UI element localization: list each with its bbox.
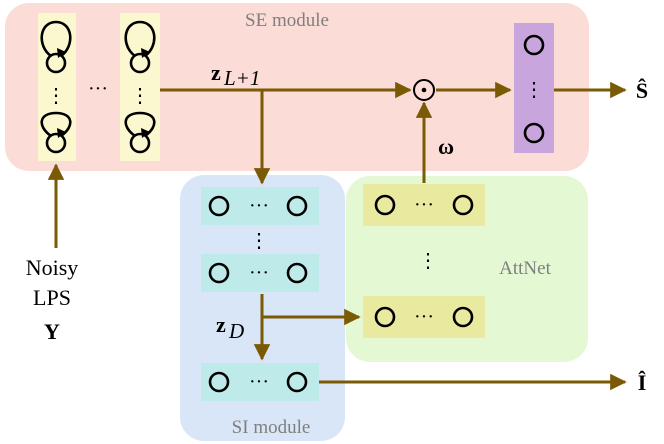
multiply-dot — [421, 87, 427, 93]
identity-output-label: Î — [638, 370, 647, 395]
se-output-layer-bg — [514, 23, 554, 153]
z-top-main: z — [211, 60, 221, 85]
recurrent-loop — [40, 111, 72, 138]
si-node — [208, 262, 230, 284]
elementwise-multiply-operator — [413, 79, 435, 101]
rnn-node — [129, 52, 151, 74]
attnet-node — [374, 306, 396, 328]
attnet-node — [452, 194, 474, 216]
input-label-noisy: Noisy — [26, 255, 79, 280]
horizontal-dots: ··· — [249, 371, 269, 393]
multiply-circle — [413, 79, 435, 101]
attnet-node — [452, 306, 474, 328]
vertical-dots: ⋮ — [130, 85, 150, 107]
vertical-dots: ⋮ — [46, 85, 66, 107]
horizontal-dots: ··· — [414, 194, 434, 216]
si-node — [208, 195, 230, 217]
se-module-label: SE module — [245, 10, 329, 31]
z-top-label: z L+1 — [211, 60, 260, 90]
si-layer-1: ··· — [201, 187, 319, 225]
vertical-dots: ⋮ — [418, 250, 438, 272]
output-node — [523, 34, 545, 56]
attnet-layer-bottom: ··· — [363, 296, 485, 338]
horizontal-dots: ··· — [414, 306, 434, 328]
si-layer-2: ··· — [201, 254, 319, 292]
input-label-lps: LPS — [33, 285, 71, 310]
speech-output-label: Ŝ — [636, 78, 648, 103]
rnn-node — [45, 132, 67, 154]
input-label-y: Y — [44, 319, 60, 344]
output-node — [523, 122, 545, 144]
recurrent-loop — [40, 20, 72, 58]
vertical-dots: ⋮ — [249, 230, 269, 252]
horizontal-dots: ··· — [88, 78, 108, 100]
horizontal-dots: ··· — [249, 195, 269, 217]
weight-label: ω — [438, 134, 454, 159]
si-output-layer: ··· — [201, 363, 319, 401]
attnet-node — [374, 194, 396, 216]
si-layer-bg — [201, 254, 319, 292]
si-module-label: SI module — [232, 417, 311, 438]
si-node — [286, 371, 308, 393]
attnet-label: AttNet — [499, 258, 551, 279]
si-node — [208, 371, 230, 393]
attnet-layer-bg — [363, 184, 485, 226]
vertical-dots: ⋮ — [524, 79, 544, 101]
rnn-node — [45, 52, 67, 74]
horizontal-dots: ··· — [249, 262, 269, 284]
attnet-layer-top: ··· — [363, 184, 485, 226]
se-output-layer: ⋮ — [514, 23, 554, 153]
rnn-node — [129, 132, 151, 154]
z-top-subscript: L+1 — [223, 66, 260, 90]
recurrent-loop — [124, 111, 156, 138]
recurrent-loop — [124, 20, 156, 58]
rnn-column-2: ⋮ — [120, 13, 160, 161]
si-node — [286, 195, 308, 217]
si-layer-bg — [201, 187, 319, 225]
z-mid-main: z — [216, 312, 226, 337]
z-mid-subscript: D — [228, 319, 244, 343]
rnn-column-1: ⋮ — [38, 13, 76, 161]
si-node — [286, 262, 308, 284]
si-layer-bg — [201, 363, 319, 401]
z-mid-label: z D — [216, 312, 244, 343]
attnet-layer-bg — [363, 296, 485, 338]
